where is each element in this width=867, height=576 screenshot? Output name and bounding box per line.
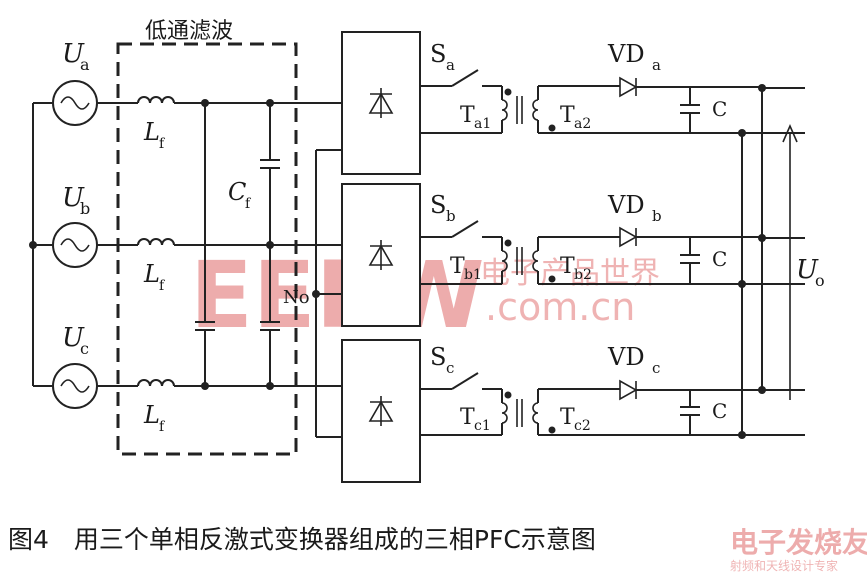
svg-text:T: T <box>460 405 475 430</box>
svg-text:a: a <box>652 56 661 74</box>
svg-text:f: f <box>159 278 166 294</box>
svg-text:b1: b1 <box>464 267 482 283</box>
svg-text:c1: c1 <box>474 418 491 434</box>
svg-text:L: L <box>143 260 160 288</box>
svg-text:S: S <box>430 343 446 371</box>
svg-text:a1: a1 <box>474 116 491 132</box>
watermark-site: .com.cn <box>485 285 635 329</box>
svg-text:c: c <box>652 359 660 377</box>
svg-text:VD: VD <box>607 40 645 68</box>
svg-text:c: c <box>446 359 454 377</box>
rectifier-c <box>341 339 421 483</box>
svg-text:S: S <box>430 40 446 68</box>
svg-text:C: C <box>712 97 727 121</box>
rectifier-b <box>341 183 421 327</box>
svg-text:b2: b2 <box>574 267 592 283</box>
svg-text:c2: c2 <box>574 418 591 434</box>
svg-text:T: T <box>560 103 575 128</box>
source-c-sub: c <box>80 339 89 358</box>
watermark-cn: 电子产品世界 <box>480 256 660 291</box>
cf-label: C <box>228 178 246 206</box>
converter-a: S a VD a T a1 T a2 C <box>420 40 762 134</box>
source-a: U a <box>52 39 98 126</box>
svg-text:L: L <box>143 118 160 146</box>
figure-caption: 图4 用三个单相反激式变换器组成的三相PFC示意图 <box>8 525 596 554</box>
svg-text:S: S <box>430 191 446 219</box>
converter-c: S c VD c T c1 T c2 C <box>420 343 762 436</box>
source-a-label: U <box>62 39 85 69</box>
converter-b: S b VD b T b1 T b2 C <box>420 191 762 285</box>
filter-label: 低通滤波 <box>145 19 233 44</box>
svg-text:T: T <box>560 405 575 430</box>
svg-text:VD: VD <box>607 343 645 371</box>
svg-text:a2: a2 <box>574 116 591 132</box>
source-b: U b <box>52 183 98 268</box>
source-c-label: U <box>62 323 85 353</box>
filter-capacitors: C f <box>195 99 280 390</box>
source-a-sub: a <box>80 55 90 74</box>
svg-text:L: L <box>143 401 160 429</box>
svg-text:b: b <box>446 207 456 225</box>
neutral-network: No <box>283 149 342 438</box>
watermark-brand: EEPW <box>190 242 485 349</box>
svg-text:C: C <box>712 247 727 271</box>
output-label: U <box>796 255 819 285</box>
corner-watermark: 电子发烧友 射频和天线设计专家 <box>730 526 867 573</box>
inductor-labels: L f L f L f <box>143 118 166 435</box>
source-b-label: U <box>62 183 85 213</box>
source-bus <box>29 102 52 387</box>
svg-text:T: T <box>450 254 465 279</box>
svg-text:f: f <box>159 419 166 435</box>
svg-text:b: b <box>652 207 662 225</box>
filter-box <box>116 42 298 456</box>
cf-sub: f <box>245 196 252 212</box>
watermark: EEPW .com.cn 电子产品世界 <box>190 242 660 349</box>
source-c: U c <box>52 323 98 409</box>
rectifier-a <box>341 31 421 175</box>
corner-watermark-sub: 射频和天线设计专家 <box>730 558 838 573</box>
svg-text:C: C <box>712 399 727 423</box>
svg-text:VD: VD <box>607 191 645 219</box>
svg-text:T: T <box>460 103 475 128</box>
svg-text:a: a <box>446 56 455 74</box>
svg-text:f: f <box>159 136 166 152</box>
output-sub: o <box>815 271 825 290</box>
neutral-label: No <box>283 287 310 308</box>
svg-text:T: T <box>560 254 575 279</box>
corner-watermark-text: 电子发烧友 <box>730 526 867 559</box>
source-b-sub: b <box>80 199 90 218</box>
output-bus: U o <box>738 84 825 439</box>
